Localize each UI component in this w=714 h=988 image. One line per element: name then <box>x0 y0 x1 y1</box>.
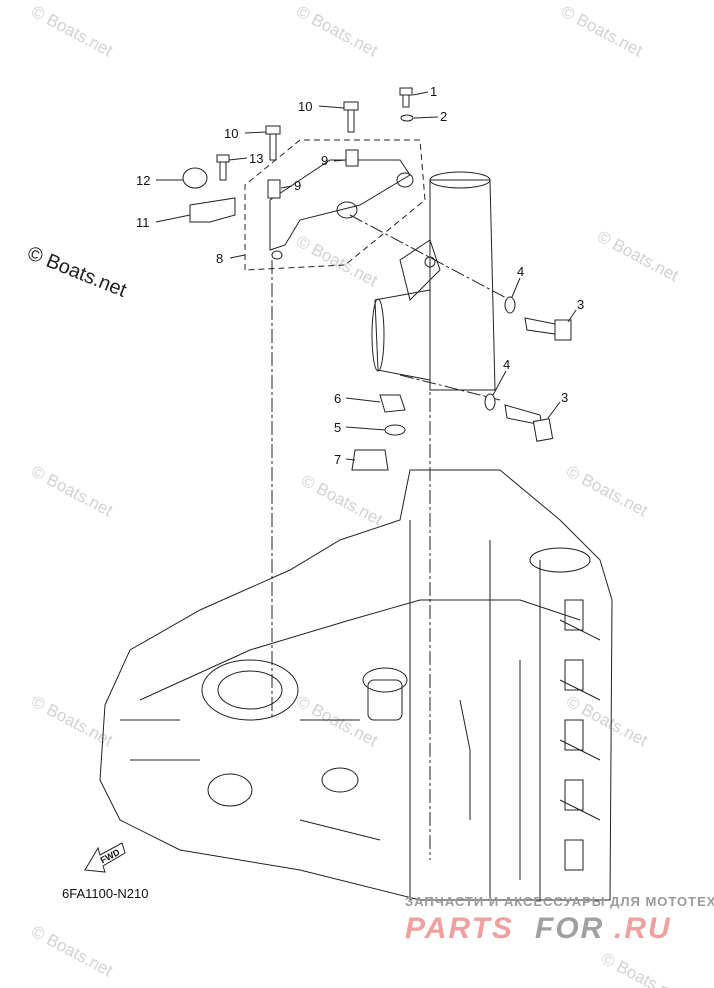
callout-9: 9 <box>294 178 301 193</box>
callout-13: 13 <box>249 151 263 166</box>
diagram-code: 6FA1100-N210 <box>62 886 149 901</box>
callout-5: 5 <box>334 420 341 435</box>
watermark: © Boats.net <box>558 2 646 61</box>
watermark: © Boats.net <box>598 949 686 988</box>
callout-12: 12 <box>136 173 150 188</box>
callout-3: 3 <box>577 297 584 312</box>
callout-11: 11 <box>136 215 150 230</box>
callout-3: 3 <box>561 390 568 405</box>
callout-1: 1 <box>430 84 437 99</box>
leader-lines <box>155 91 577 461</box>
copyright-watermark: © Boats.net <box>24 242 130 302</box>
callouts: 1 2 3 3 4 4 5 6 7 8 9 9 10 10 11 12 13 <box>136 84 584 467</box>
engine-block-illustration <box>99 469 613 901</box>
watermark: © Boats.net <box>28 922 116 981</box>
watermark: © Boats.net <box>594 227 682 286</box>
partsfor-watermark: ЗАПЧАСТИ И АКСЕССУАРЫ ДЛЯ МОТОТЕХНИКИ PA… <box>405 894 714 945</box>
callout-7: 7 <box>334 452 341 467</box>
callout-6: 6 <box>334 391 341 406</box>
watermark: © Boats.net <box>563 692 651 751</box>
callout-9: 9 <box>321 153 328 168</box>
watermark: © Boats.net <box>28 462 116 521</box>
watermark: © Boats.net <box>563 462 651 521</box>
partsfor-logo-part2: FOR <box>535 912 604 945</box>
watermark: © Boats.net <box>298 471 386 530</box>
callout-8: 8 <box>216 251 223 266</box>
starter-motor-illustration <box>371 171 496 391</box>
callout-10: 10 <box>298 99 312 114</box>
callout-10: 10 <box>224 126 238 141</box>
callout-4: 4 <box>503 357 510 372</box>
callout-4: 4 <box>517 264 524 279</box>
watermark: © Boats.net <box>28 2 116 61</box>
partsfor-logo-part3: .RU <box>614 912 672 945</box>
fwd-arrow-icon: FWD <box>84 842 126 873</box>
partsfor-logo-part1: PARTS <box>405 912 514 945</box>
partsfor-tagline: ЗАПЧАСТИ И АКСЕССУАРЫ ДЛЯ МОТОТЕХНИКИ <box>405 894 714 909</box>
watermark: © Boats.net <box>293 232 381 291</box>
callout-2: 2 <box>440 109 447 124</box>
watermark: © Boats.net <box>293 2 381 61</box>
small-parts <box>182 87 572 471</box>
